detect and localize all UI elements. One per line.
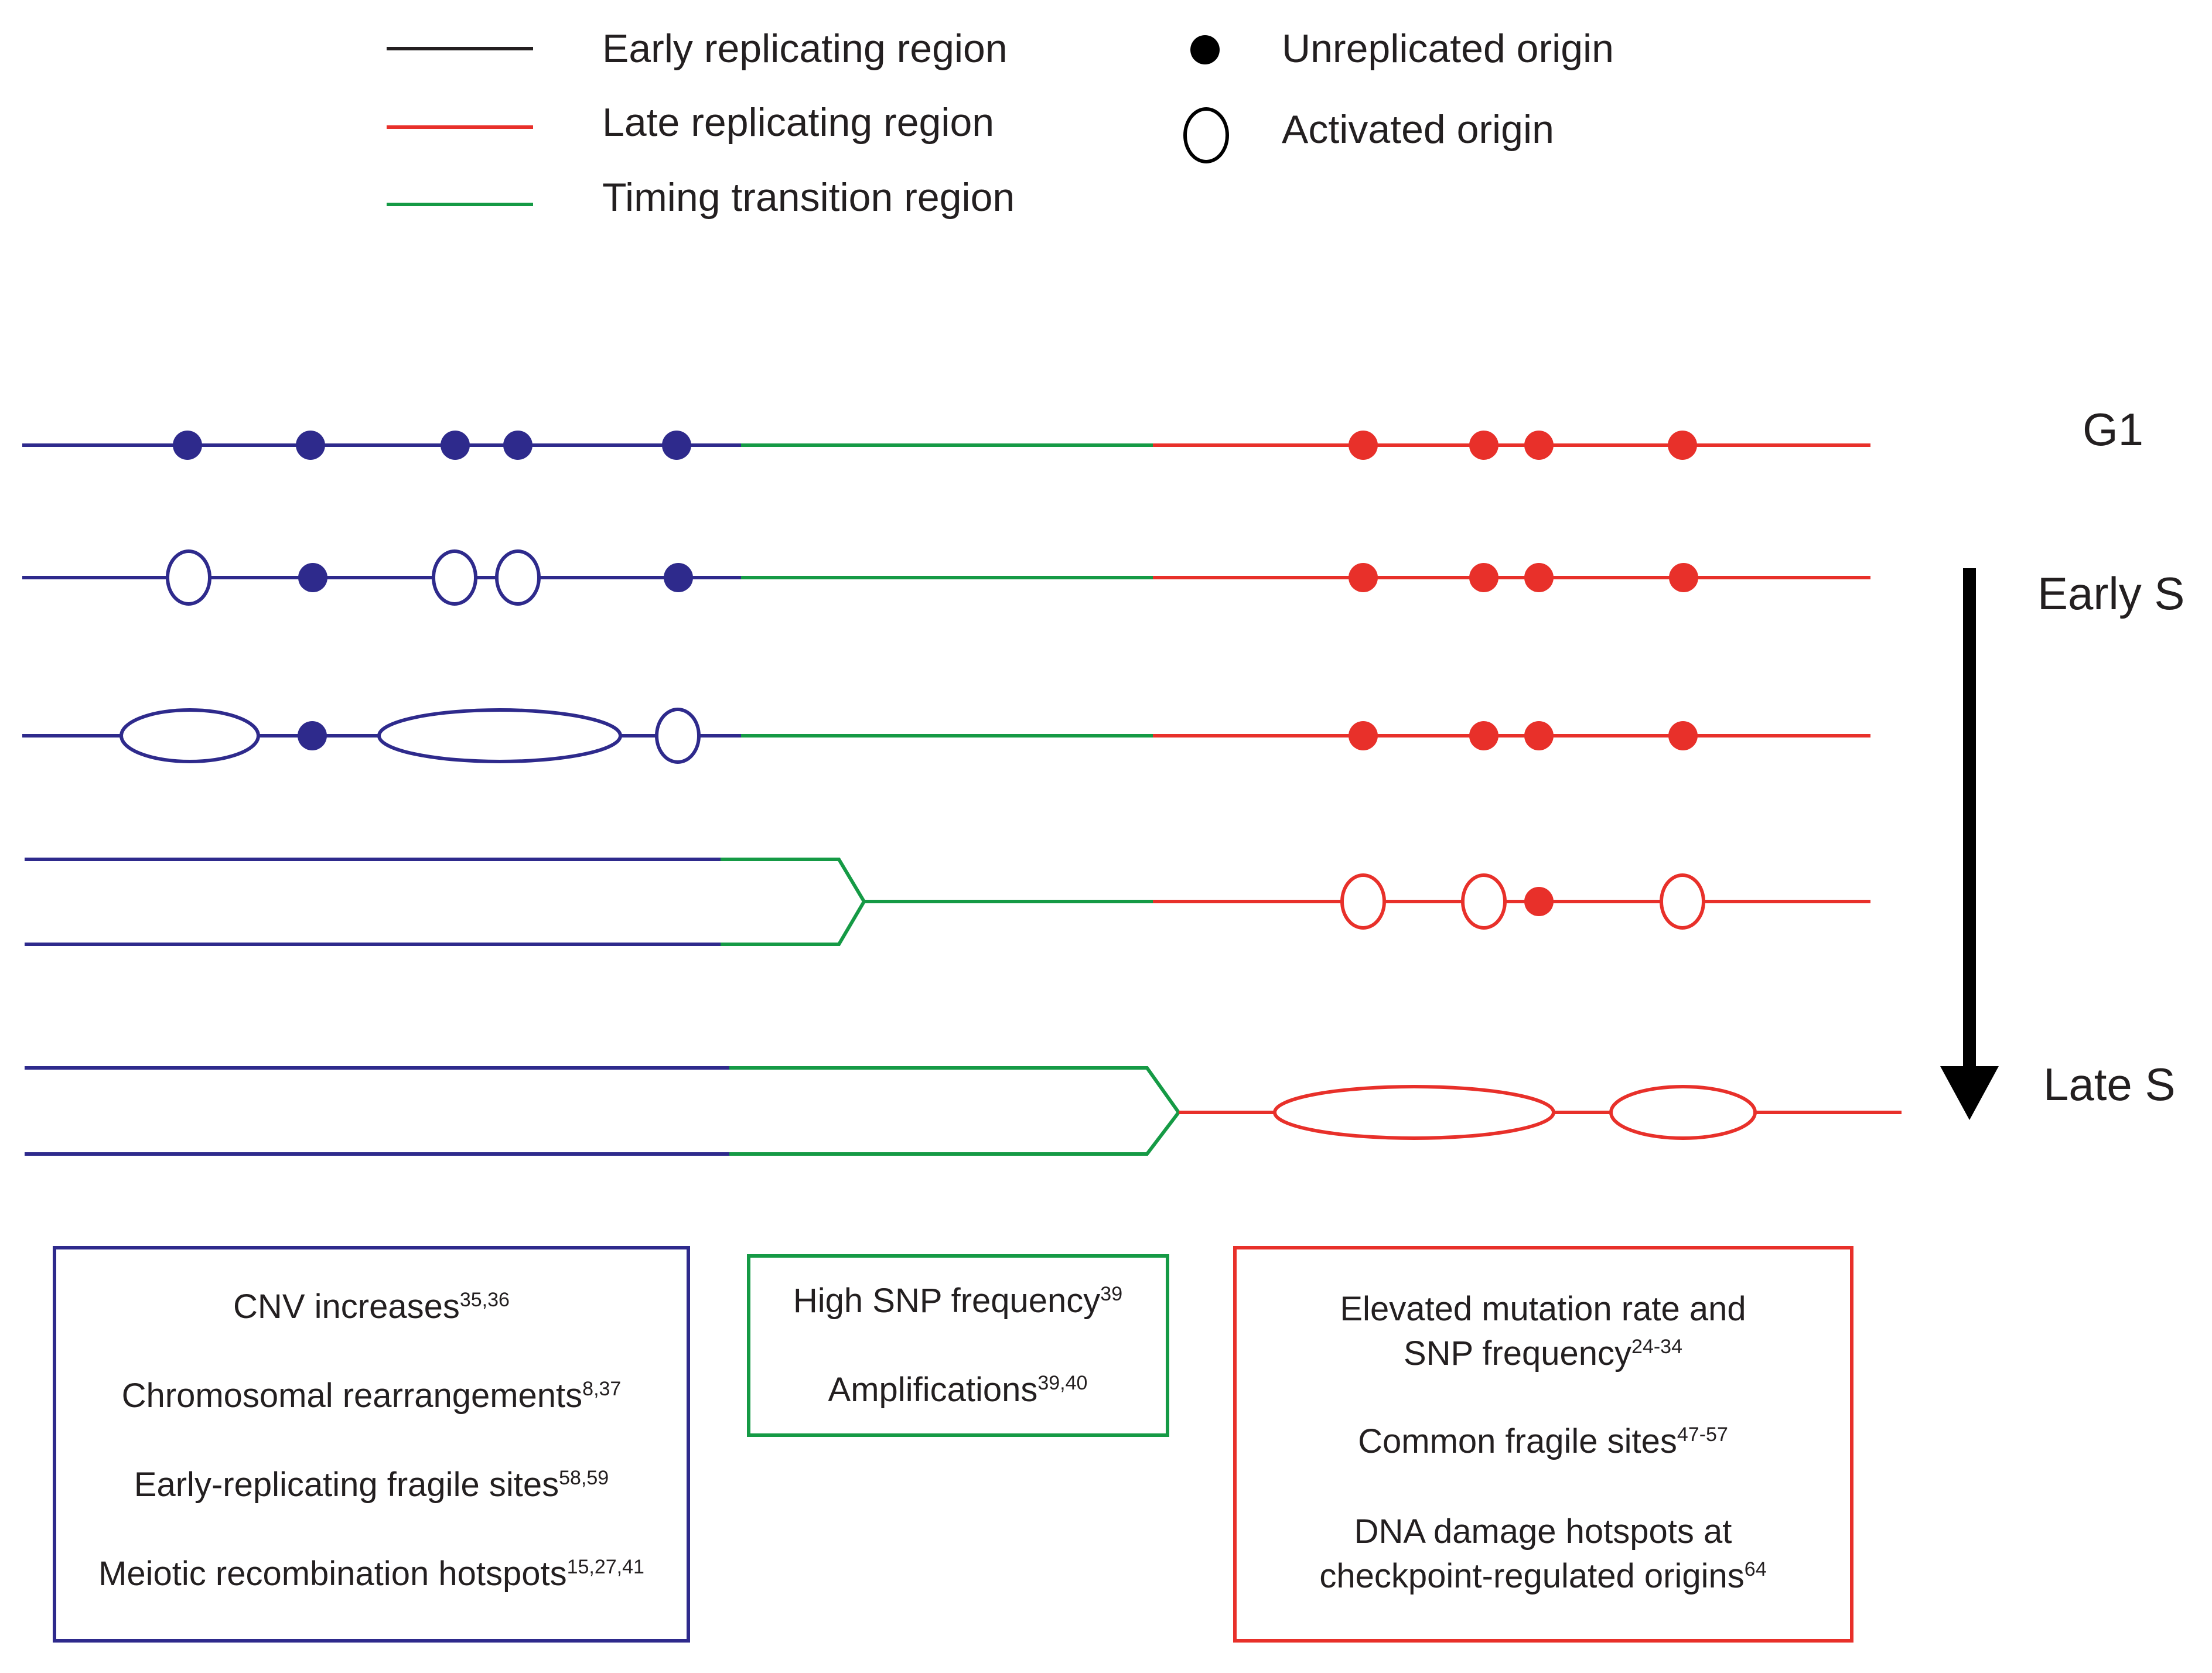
unreplicated-origin (1524, 887, 1554, 916)
box-line: Early-replicating fragile sites58,59 (134, 1466, 609, 1504)
box-line: Chromosomal rearrangements8,37 (122, 1377, 622, 1415)
box-line: checkpoint-regulated origins64 (1319, 1557, 1766, 1595)
time-arrow (1940, 568, 1999, 1120)
box-line: Elevated mutation rate and (1340, 1290, 1746, 1328)
activated-origin (432, 549, 477, 606)
late-region-box: Elevated mutation rate and SNP frequency… (1233, 1246, 1853, 1643)
replication-bubble (1273, 1085, 1555, 1140)
activated-origin (655, 708, 701, 764)
unreplicated-origin (664, 563, 693, 592)
early-region-box: CNV increases35,36 Chromosomal rearrange… (53, 1246, 690, 1643)
row-early-s-2 (22, 708, 1870, 764)
unreplicated-origin (173, 431, 202, 460)
box-line: Meiotic recombination hotspots15,27,41 (98, 1555, 644, 1593)
unreplicated-origin (1349, 563, 1378, 592)
replication-bubble (120, 708, 260, 763)
activated-origin (1461, 873, 1507, 930)
replication-fork-transition (721, 858, 866, 946)
unreplicated-origin (1669, 563, 1698, 592)
unreplicated-origin (1469, 721, 1498, 750)
unreplicated-origin (1349, 721, 1378, 750)
unreplicated-origin (662, 431, 691, 460)
box-line: DNA damage hotspots at (1354, 1512, 1732, 1551)
legend: Early replicating region Late replicatin… (387, 26, 1614, 220)
unreplicated-origin (441, 431, 470, 460)
replication-bubble (1609, 1085, 1757, 1140)
legend-late-label: Late replicating region (602, 100, 994, 145)
unreplicated-origin (1469, 431, 1498, 460)
unreplicated-origin (298, 563, 327, 592)
replication-bubble (377, 708, 622, 763)
unreplicated-origin (1668, 431, 1697, 460)
unreplicated-origin (1524, 721, 1554, 750)
stage-label-g1: G1 (2083, 404, 2143, 455)
legend-unreplicated-label: Unreplicated origin (1282, 26, 1614, 71)
row-g1 (22, 431, 1870, 460)
box-line: SNP frequency24-34 (1404, 1334, 1682, 1372)
unreplicated-origin (1524, 563, 1554, 592)
row-late-s (25, 1066, 1902, 1156)
unreplicated-origin (296, 431, 325, 460)
unreplicated-origin (1668, 721, 1698, 750)
box-line: Common fragile sites47-57 (1358, 1422, 1728, 1460)
legend-activated-origin-icon (1183, 107, 1229, 163)
legend-early-label: Early replicating region (602, 26, 1008, 71)
unreplicated-origin (1349, 431, 1378, 460)
unreplicated-origin (1524, 431, 1554, 460)
activated-origin (1660, 873, 1705, 930)
activated-origin (166, 549, 211, 606)
unreplicated-origin (503, 431, 532, 460)
stage-label-late-s: Late S (2043, 1059, 2176, 1110)
late-region-box-frame (1233, 1246, 1853, 1643)
early-region-box-frame (53, 1246, 690, 1643)
transition-region-box-frame (747, 1254, 1169, 1437)
transition-region-box: High SNP frequency39 Amplifications39,40 (747, 1254, 1169, 1437)
row-early-s-1 (22, 549, 1870, 606)
stage-label-early-s: Early S (2037, 568, 2184, 619)
activated-origin (495, 549, 541, 606)
replication-fork-transition (729, 1066, 1181, 1156)
box-line: CNV increases35,36 (233, 1288, 510, 1326)
time-arrow-head (1940, 1066, 1999, 1120)
row-mid-s (25, 858, 1870, 946)
box-line: Amplifications39,40 (828, 1371, 1088, 1409)
legend-unreplicated-origin-icon (1190, 35, 1220, 64)
legend-transition-label: Timing transition region (602, 175, 1015, 220)
legend-activated-label: Activated origin (1282, 107, 1554, 152)
unreplicated-origin (298, 721, 327, 750)
unreplicated-origin (1469, 563, 1498, 592)
box-line: High SNP frequency39 (793, 1282, 1122, 1320)
activated-origin (1340, 873, 1386, 930)
